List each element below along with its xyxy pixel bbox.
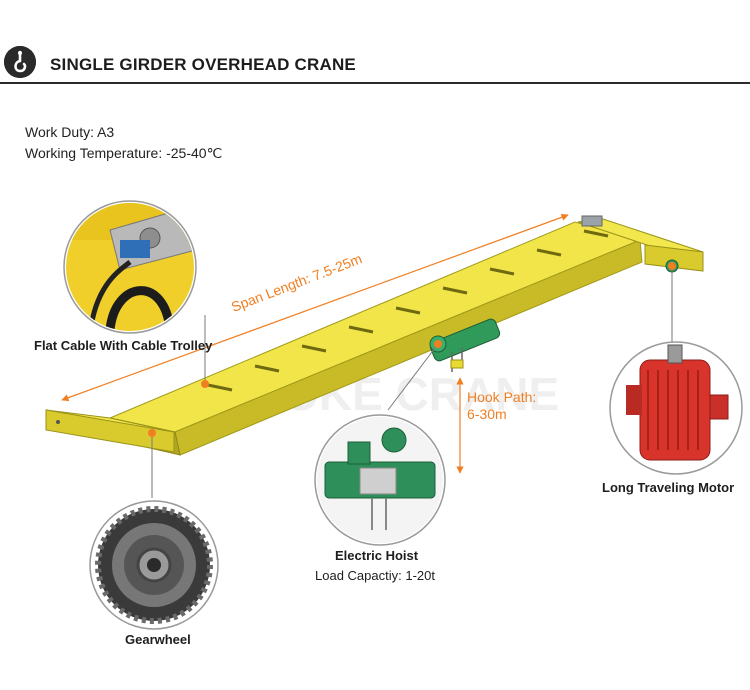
span-length-arrow <box>61 213 569 402</box>
work-duty-text: Work Duty: A3 <box>25 124 115 140</box>
hoist-marker <box>434 340 442 348</box>
electric-hoist-photo <box>314 414 446 546</box>
flat-cable-trolley-photo <box>63 200 197 334</box>
load-capacity-label: Load Capactiy: 1-20t <box>315 568 435 583</box>
page-header: SINGLE GIRDER OVERHEAD CRANE <box>0 0 750 84</box>
gearwheel-marker <box>148 429 156 437</box>
end-carriage-far <box>577 215 704 273</box>
gearwheel-label: Gearwheel <box>125 632 191 647</box>
flat-cable-label: Flat Cable With Cable Trolley <box>34 338 213 353</box>
motor-marker <box>668 262 676 270</box>
working-temperature-text: Working Temperature: -25-40℃ <box>25 145 223 161</box>
crane-hook-icon <box>4 46 36 78</box>
page-title: SINGLE GIRDER OVERHEAD CRANE <box>50 55 356 74</box>
gearwheel-photo <box>89 500 219 630</box>
cable-trolley-marker <box>201 380 209 388</box>
end-carriage-near <box>45 409 175 453</box>
long-traveling-motor-photo <box>609 341 743 475</box>
header-divider <box>0 82 750 84</box>
hook-path-value: 6-30m <box>467 406 507 422</box>
electric-hoist-label: Electric Hoist <box>335 548 419 563</box>
long-traveling-motor-label: Long Traveling Motor <box>602 480 735 495</box>
hook-path-label: Hook Path: <box>467 389 537 405</box>
